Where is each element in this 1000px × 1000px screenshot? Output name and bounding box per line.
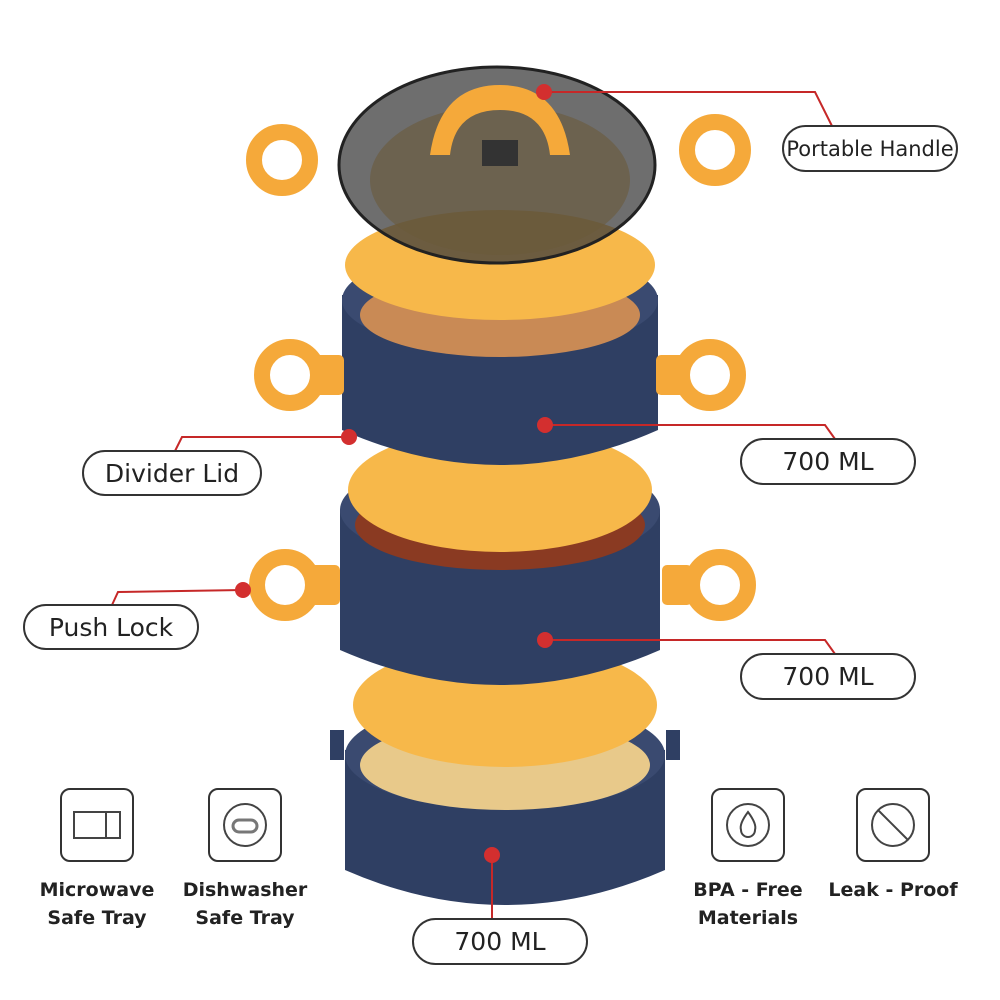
callout-capacity-bottom: 700 ML (412, 918, 588, 965)
feature-label: Materials (697, 907, 799, 929)
callout-dots (235, 84, 553, 863)
feature-label: Microwave (39, 879, 155, 901)
top-cover (246, 65, 751, 265)
callout-capacity-top: 700 ML (740, 438, 916, 485)
feature-leak-proof: Leak - Proof (818, 788, 968, 904)
no-leak-icon (856, 788, 930, 862)
callout-push-lock: Push Lock (23, 604, 199, 650)
divider-lid-2 (348, 428, 652, 552)
droplet-icon (711, 788, 785, 862)
feature-label: Dishwasher (182, 879, 308, 901)
dishwasher-icon (208, 788, 282, 862)
callout-divider-lid: Divider Lid (82, 450, 262, 496)
callout-capacity-middle: 700 ML (740, 653, 916, 700)
feature-label: Safe Tray (195, 907, 295, 929)
microwave-icon (60, 788, 134, 862)
feature-label: Leak - Proof (828, 879, 958, 901)
feature-label: BPA - Free (693, 879, 803, 901)
callout-portable-handle: Portable Handle (782, 125, 958, 172)
feature-label: Safe Tray (47, 907, 147, 929)
callout-lines (111, 91, 836, 918)
